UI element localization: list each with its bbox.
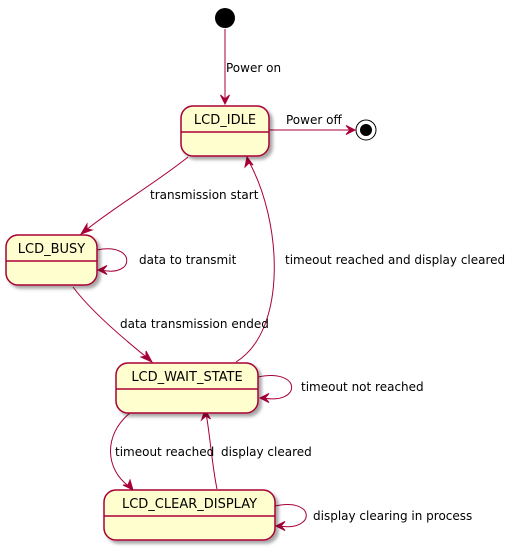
label-data-to-transmit: data to transmit (139, 253, 237, 267)
label-power-on: Power on (226, 61, 281, 75)
arrowhead-display-clearing (274, 521, 286, 531)
label-transmission-start: transmission start (150, 188, 259, 202)
arrowhead-timeout-reached-and-cleared (244, 155, 254, 169)
arrowhead-timeout-reached (122, 478, 134, 491)
label-display-cleared: display cleared (221, 445, 312, 459)
arrowhead-power-on (220, 94, 230, 106)
final-state (355, 119, 377, 141)
label-timeout-reached-and-cleared: timeout reached and display cleared (285, 253, 505, 267)
arrow-timeout-reached (110, 412, 131, 488)
state-lcd-clear-display-name: LCD_CLEAR_DISPLAY (122, 497, 257, 512)
arrow-timeout-reached-and-cleared (235, 159, 275, 363)
state-lcd-busy (5, 234, 98, 286)
label-timeout-reached: timeout reached (115, 445, 214, 459)
arrowhead-timeout-not-reached (258, 393, 270, 403)
label-power-off: Power off (286, 113, 342, 127)
state-lcd-busy-name: LCD_BUSY (18, 242, 86, 257)
state-lcd-clear-display (103, 489, 276, 541)
arrow-data-to-transmit (96, 248, 128, 272)
arrowhead-transmission-start (79, 222, 94, 235)
initial-state (215, 8, 235, 28)
arrowhead-data-transmission-ended (139, 350, 154, 364)
state-lcd-idle (180, 105, 270, 157)
arrow-data-transmission-ended (72, 286, 151, 361)
label-display-clearing: display clearing in process (313, 509, 472, 523)
state-lcd-wait-state (115, 362, 259, 414)
state-lcd-wait-state-name: LCD_WAIT_STATE (131, 370, 242, 385)
arrowhead-data-to-transmit (96, 265, 108, 275)
arrow-display-cleared (205, 412, 218, 490)
arrowhead-power-off (345, 125, 357, 135)
state-lcd-idle-name: LCD_IDLE (194, 113, 256, 128)
arrow-timeout-not-reached (257, 375, 293, 400)
arrow-display-clearing (274, 504, 307, 528)
label-data-transmission-ended: data transmission ended (120, 317, 269, 331)
label-timeout-not-reached: timeout not reached (301, 380, 424, 394)
arrow-transmission-start (84, 156, 189, 232)
